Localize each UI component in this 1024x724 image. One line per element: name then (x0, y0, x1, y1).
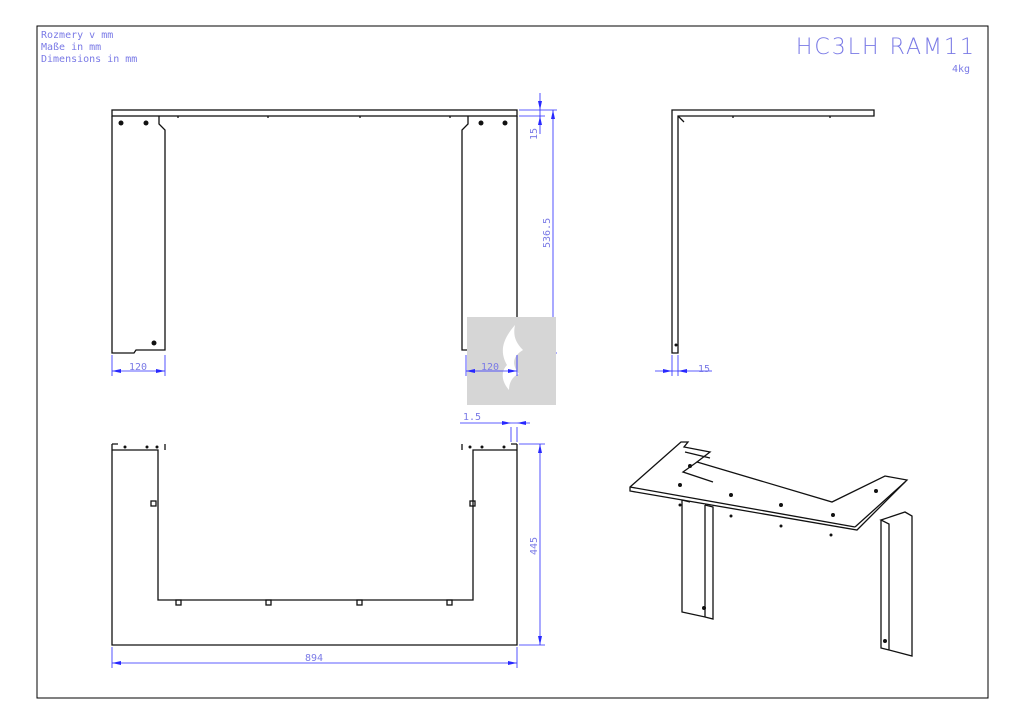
isometric-view (629, 441, 913, 657)
top-view (111, 443, 518, 646)
part-title: HC3LH RAM11 (796, 35, 976, 60)
front-view (111, 109, 518, 354)
side-view: 15 (655, 109, 875, 376)
dim-right-leg-width: 120 (481, 362, 499, 373)
dim-depth: 445 (529, 537, 540, 555)
flame-icon (502, 325, 523, 390)
drawing-frame (36, 25, 989, 699)
dim-top-thickness: 15 (529, 128, 540, 140)
dim-left-leg-width: 120 (129, 362, 147, 373)
dim-front-height: 536.5 (542, 218, 553, 248)
units-note-en: Dimensions in mm (41, 54, 137, 65)
units-note-de: Maße in mm (41, 42, 101, 53)
part-weight: 4kg (952, 64, 970, 75)
logo-watermark (467, 317, 556, 405)
units-note-cz: Rozmery v mm (41, 30, 113, 41)
dim-side-thickness: 15 (698, 364, 710, 375)
top-dimensions: 1.5 445 894 (111, 412, 545, 668)
dim-gap: 1.5 (463, 412, 481, 423)
dim-width: 894 (305, 653, 323, 664)
front-right-dimension: 120 (465, 355, 518, 376)
